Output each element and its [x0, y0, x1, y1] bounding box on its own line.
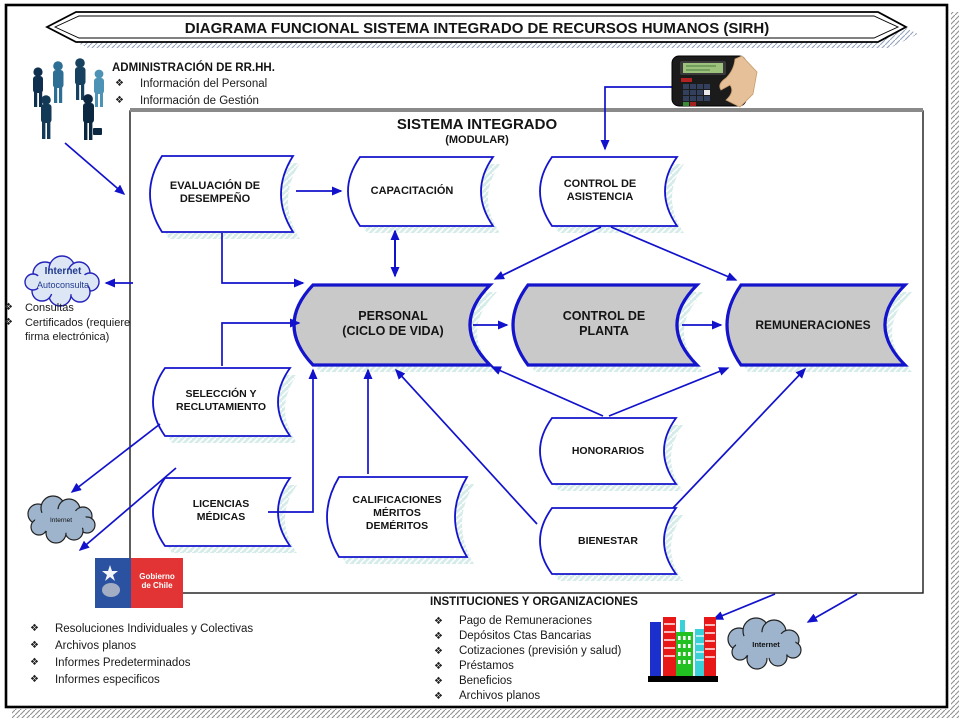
arrow-evaluacion-to-personal [221, 233, 305, 288]
internet-cloud-left-label: Internet [49, 517, 73, 524]
module-licencias-shape [152, 477, 292, 547]
arrow-box-to-internet-cloud-left [70, 423, 161, 493]
arrow-licencias-to-personal [268, 368, 318, 513]
module-bienestar-shape [539, 507, 678, 575]
autoconsulta-item-2: ❖ Certificados (requiere firma electróni… [4, 317, 131, 343]
system-box-title: SISTEMA INTEGRADO [396, 116, 558, 133]
diamond-bullet-icon: ❖ [4, 317, 13, 328]
arrow-device-to-asistencia [600, 86, 677, 151]
diamond-bullet-icon: ❖ [434, 616, 443, 627]
instituciones-item-3: ❖ Cotizaciones (previsión y salud) [434, 645, 622, 657]
module-label-remuneraciones: REMUNERACIONES [755, 318, 871, 332]
internet-cloud-right-label: Internet [752, 640, 780, 649]
arrow-bienestar-to-personal [394, 368, 538, 525]
left-output-2: ❖ Archivos planos [30, 640, 137, 652]
banner-title: DIAGRAMA FUNCIONAL SISTEMA INTEGRADO DE … [184, 20, 770, 37]
arrow-seleccion-to-personal [221, 318, 301, 366]
arrow-box-to-buildings [712, 593, 776, 620]
module-control-planta-shape [511, 283, 701, 367]
diamond-bullet-icon: ❖ [115, 95, 124, 106]
module-label-evaluacion: EVALUACIÓN DE DESEMPEÑO [169, 180, 261, 205]
module-control-asistencia-shape [539, 156, 679, 227]
admin-item-2: ❖ Información de Gestión [115, 95, 259, 107]
diamond-bullet-icon: ❖ [434, 691, 443, 702]
arrow-honorarios-to-remuneraciones [608, 367, 730, 417]
autoconsulta-cloud-line2: Autoconsulta [36, 280, 90, 290]
connectors [64, 86, 858, 623]
people-group-icon [33, 58, 104, 140]
arrow-box-to-gobierno-logo [78, 467, 177, 551]
system-box-subtitle: (MODULAR) [445, 134, 509, 146]
diamond-bullet-icon: ❖ [30, 657, 39, 668]
module-personal-shape [292, 283, 494, 367]
diamond-bullet-icon: ❖ [30, 674, 39, 685]
autoconsulta-cloud [24, 255, 100, 307]
left-output-1: ❖ Resoluciones Individuales y Colectivas [30, 623, 254, 635]
module-label-personal: PERSONAL (CICLO DE VIDA) [342, 309, 444, 338]
module-honorarios-shape [539, 417, 678, 485]
instituciones-item-1: ❖ Pago de Remuneraciones [434, 615, 592, 627]
arrow-asistencia-to-personal [493, 226, 602, 280]
module-label-capacitacion: CAPACITACIÓN [370, 185, 454, 197]
diamond-bullet-icon: ❖ [115, 78, 124, 89]
modules [149, 155, 909, 575]
instituciones-item-6: ❖ Archivos planos [434, 690, 541, 702]
arrow-asistencia-to-remuneraciones [610, 226, 738, 281]
internet-cloud-left [27, 495, 96, 544]
title-banner [45, 11, 918, 48]
page-frame [4, 3, 959, 718]
instituciones-heading: INSTITUCIONES Y ORGANIZACIONES [430, 596, 638, 608]
gobierno-logo [95, 558, 183, 608]
module-calificaciones-shape [326, 476, 469, 558]
left-output-4: ❖ Informes especificos [30, 674, 160, 686]
module-remuneraciones-shape [725, 283, 909, 367]
diamond-bullet-icon: ❖ [30, 640, 39, 651]
module-label-bienestar: BIENESTAR [578, 535, 638, 547]
arrow-people-to-box [64, 142, 126, 195]
module-label-calificaciones: CALIFICACIONES MÉRITOS DEMÉRITOS [352, 494, 442, 532]
diamond-bullet-icon: ❖ [4, 302, 13, 313]
module-seleccion-shape [152, 367, 292, 437]
admin-item-1: ❖ Información del Personal [115, 78, 268, 90]
diamond-bullet-icon: ❖ [434, 646, 443, 657]
buildings-icon [648, 617, 718, 682]
instituciones-item-4: ❖ Préstamos [434, 660, 514, 672]
gobierno-logo-text: Gobierno de Chile [139, 572, 175, 590]
left-output-3: ❖ Informes Predeterminados [30, 657, 191, 669]
autoconsulta-cloud-line1: Internet [44, 266, 82, 277]
module-label-seleccion: SELECCIÓN Y RECLUTAMIENTO [175, 388, 267, 413]
module-evaluacion-shape [149, 155, 295, 233]
autoconsulta-item-1: ❖ Consultas [4, 302, 74, 314]
module-capacitacion-shape [347, 156, 495, 227]
instituciones-item-2: ❖ Depósitos Ctas Bancarias [434, 630, 592, 642]
hand-icon [719, 55, 758, 108]
instituciones-item-5: ❖ Beneficios [434, 675, 513, 687]
arrow-bienestar-to-remuneraciones [672, 367, 807, 509]
admin-heading: ADMINISTRACIÓN DE RR.HH. [112, 62, 275, 74]
module-label-control-planta: CONTROL DE PLANTA [562, 309, 646, 338]
diamond-bullet-icon: ❖ [434, 676, 443, 687]
module-label-control-asistencia: CONTROL DE ASISTENCIA [563, 178, 637, 203]
arrow-box-to-internet-cloud-right [806, 593, 858, 623]
diamond-bullet-icon: ❖ [434, 631, 443, 642]
module-label-licencias: LICENCIAS MÉDICAS [192, 498, 250, 523]
attendance-device-icon [671, 55, 758, 108]
diamond-bullet-icon: ❖ [434, 661, 443, 672]
module-label-honorarios: HONORARIOS [571, 445, 645, 457]
diamond-bullet-icon: ❖ [30, 623, 39, 634]
internet-cloud-right [727, 617, 802, 670]
arrow-honorarios-to-personal [490, 366, 604, 417]
